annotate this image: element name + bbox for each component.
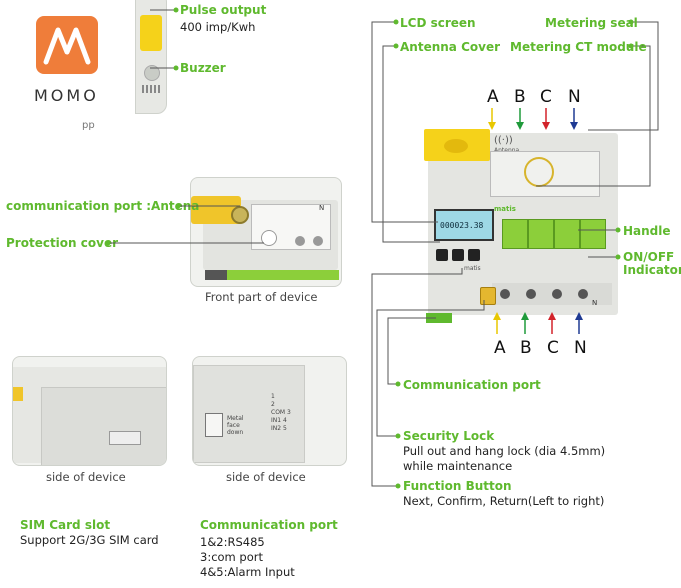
function-button-confirm[interactable] bbox=[452, 249, 464, 261]
port-label-box bbox=[205, 413, 223, 437]
antenna-port-icon bbox=[231, 206, 249, 224]
phase-top-b: B bbox=[514, 87, 526, 107]
antenna-text: Antenna bbox=[494, 147, 519, 154]
metering-seal-label: Metering seal bbox=[545, 16, 638, 30]
side-caption-left: side of device bbox=[46, 470, 126, 484]
handle-n[interactable] bbox=[580, 219, 606, 249]
side-caption-right: side of device bbox=[226, 470, 306, 484]
logo: MOMO bbox=[0, 0, 132, 132]
handle-c[interactable] bbox=[554, 219, 580, 249]
security-lock-desc-1: Pull out and hang lock (dia 4.5mm) bbox=[403, 444, 606, 458]
comm-port-line-1: 1&2:RS485 bbox=[200, 535, 265, 549]
handle-a[interactable] bbox=[502, 219, 528, 249]
sim-title: SIM Card slot bbox=[20, 518, 111, 532]
partial-caption: pp bbox=[82, 120, 95, 131]
phase-top-a: A bbox=[487, 87, 499, 107]
phase-bottom-n: N bbox=[574, 338, 587, 358]
lcd-screen: 000023.38 bbox=[434, 209, 494, 241]
pin-4: 4 bbox=[283, 417, 287, 424]
handle-b[interactable] bbox=[528, 219, 554, 249]
pulse-output-value: 400 imp/Kwh bbox=[180, 20, 256, 34]
sim-desc: Support 2G/3G SIM card bbox=[20, 533, 159, 547]
phase-top-n: N bbox=[568, 87, 581, 107]
on-off-label: ON/OFF bbox=[623, 250, 675, 264]
front-device-photo: N bbox=[190, 177, 342, 287]
logo-text: MOMO bbox=[34, 86, 99, 105]
comm-port-antenna-label: communication port :Antena bbox=[6, 199, 200, 213]
pulse-buzzer-photo bbox=[135, 0, 167, 114]
port-label-face: face bbox=[227, 422, 240, 429]
indicator-label: Indicator bbox=[623, 263, 681, 277]
function-button-desc: Next, Confirm, Return(Left to right) bbox=[403, 494, 605, 508]
function-button-return[interactable] bbox=[468, 249, 480, 261]
screw-icon bbox=[261, 230, 277, 246]
buzzer-label: Buzzer bbox=[180, 61, 226, 75]
comm-port-line-2: 3:com port bbox=[200, 550, 263, 564]
port-label-metal: Metal bbox=[227, 415, 244, 422]
device-terminal-n: N bbox=[592, 299, 598, 307]
comm-port-info-title: Communication port bbox=[200, 518, 338, 532]
antenna-icon: ((·)) bbox=[494, 135, 513, 146]
pin-1: 1 bbox=[271, 393, 275, 400]
pin-5: 5 bbox=[283, 425, 287, 432]
pulse-output-label: Pulse output bbox=[180, 3, 267, 17]
front-caption: Front part of device bbox=[205, 290, 318, 304]
phase-bottom-b: B bbox=[520, 338, 532, 358]
port-label-down: down bbox=[227, 429, 244, 436]
metering-ct-label: Metering CT module bbox=[510, 40, 647, 54]
side-device-photo-right: Metal face down 1 2 COM 3 IN1 4 IN2 5 bbox=[192, 356, 347, 466]
security-lock-label: Security Lock bbox=[403, 429, 495, 443]
pin-com-name: COM bbox=[271, 409, 286, 416]
comm-port-line-3: 4&5:Alarm Input bbox=[200, 565, 295, 579]
security-lock-desc-2: while maintenance bbox=[403, 459, 513, 473]
phase-top-c: C bbox=[540, 87, 552, 107]
pin-in1-name: IN1 bbox=[271, 417, 282, 424]
pin-2: 2 bbox=[271, 401, 275, 408]
pin-3: 3 bbox=[287, 409, 291, 416]
function-button-label: Function Button bbox=[403, 479, 512, 493]
function-button-next[interactable] bbox=[436, 249, 448, 261]
antenna-cover-label: Antenna Cover bbox=[400, 40, 500, 54]
protection-cover-label: Protection cover bbox=[6, 236, 118, 250]
front-terminal-n: N bbox=[319, 204, 325, 212]
device-brand-lower: matis bbox=[464, 265, 481, 272]
communication-port-label: Communication port bbox=[403, 378, 541, 392]
lcd-value: 000023.38 bbox=[440, 221, 484, 230]
lcd-screen-label: LCD screen bbox=[400, 16, 476, 30]
handle-label: Handle bbox=[623, 224, 671, 238]
phase-bottom-a: A bbox=[494, 338, 506, 358]
logo-mark-icon bbox=[36, 16, 98, 74]
pin-in2-name: IN2 bbox=[271, 425, 282, 432]
side-device-photo-left bbox=[12, 356, 167, 466]
main-device: ((·)) Antenna matis 000023.38 matis N bbox=[420, 125, 620, 325]
phase-bottom-c: C bbox=[547, 338, 559, 358]
device-brand: matis bbox=[494, 205, 516, 213]
